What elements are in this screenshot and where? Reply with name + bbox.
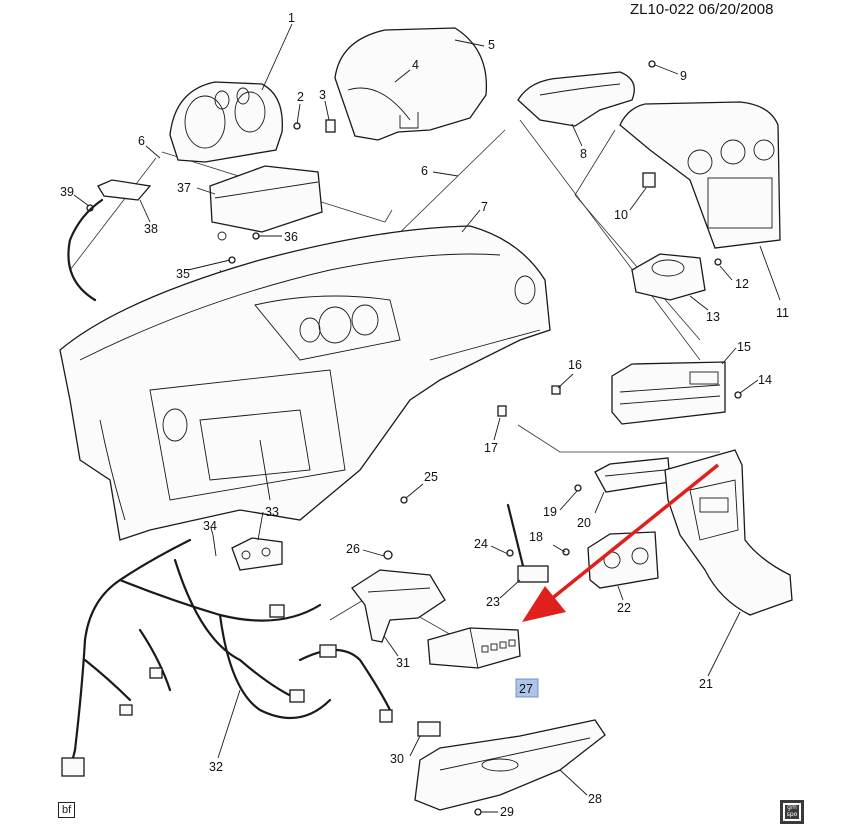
callout-23: 23 [486, 595, 500, 609]
part-latch-30 [417, 721, 441, 737]
diagram-code: ZL10-022 [630, 1, 695, 18]
highlight-arrow [522, 463, 720, 622]
callout-37: 37 [177, 181, 191, 195]
part-upper-trim [517, 71, 635, 127]
part-screw-18 [562, 548, 570, 556]
part-screw-25 [400, 496, 408, 504]
part-screw-14 [734, 391, 742, 399]
callout-19: 19 [543, 505, 557, 519]
callout-32: 32 [209, 760, 223, 774]
callout-16: 16 [568, 358, 582, 372]
callout-8: 8 [580, 147, 587, 161]
callout-25: 25 [424, 470, 438, 484]
callout-7: 7 [481, 200, 488, 214]
callout-35: 35 [176, 267, 190, 281]
callout-24: 24 [474, 537, 488, 551]
callout-36: 36 [284, 230, 298, 244]
part-screw-24 [506, 549, 514, 557]
callout-30: 30 [390, 752, 404, 766]
part-clip-17 [497, 405, 507, 417]
leader-lines [73, 23, 781, 813]
part-glove-box-28 [414, 719, 606, 811]
part-airbag-module [209, 165, 323, 241]
callout-15: 15 [737, 340, 751, 354]
part-storage-bin [631, 253, 706, 301]
part-pin-34 [212, 534, 217, 557]
callout-4: 4 [412, 58, 419, 72]
diagram-header: ZL10-022 06/20/2008 [630, 1, 773, 18]
callout-34: 34 [203, 519, 217, 533]
callout-12: 12 [735, 277, 749, 291]
callout-20: 20 [577, 516, 591, 530]
callout-2: 2 [297, 90, 304, 104]
part-center-bezel [619, 101, 781, 249]
callout-11: 11 [776, 306, 789, 320]
logo-text: gm spo [786, 804, 798, 818]
corner-tag: bf [58, 802, 76, 818]
part-wiring-harness [61, 538, 393, 777]
callout-labels: 1 2 3 4 5 6 6 7 8 9 10 11 12 13 14 15 16… [60, 11, 789, 819]
callout-5: 5 [488, 38, 495, 52]
callout-1: 1 [288, 11, 295, 25]
part-cable-23 [506, 503, 549, 583]
callout-6a: 6 [138, 134, 145, 148]
part-switch-10 [642, 172, 656, 188]
part-clip-26 [383, 550, 393, 560]
callout-31: 31 [396, 656, 410, 670]
callout-33: 33 [265, 505, 279, 519]
part-switch-33 [231, 537, 283, 571]
part-clip-16 [551, 385, 561, 395]
callout-18: 18 [529, 530, 543, 544]
callout-27-highlight [515, 678, 539, 698]
part-module-27 [427, 627, 521, 669]
part-instrument-panel [59, 225, 551, 541]
callout-39: 39 [60, 185, 74, 199]
callout-21: 21 [699, 677, 713, 691]
part-screw-19 [574, 484, 582, 492]
part-radio [611, 361, 726, 425]
diagram-date: 06/20/2008 [698, 1, 774, 18]
callout-14: 14 [758, 373, 772, 387]
callout-13: 13 [706, 310, 720, 324]
part-bracket-31 [351, 569, 446, 643]
part-bracket-38 [67, 179, 152, 302]
part-cluster-bezel [169, 81, 283, 163]
callout-28: 28 [588, 792, 602, 806]
callout-38: 38 [144, 222, 158, 236]
callout-9: 9 [680, 69, 687, 83]
part-column-shroud [334, 27, 488, 141]
callout-22: 22 [617, 601, 631, 615]
callout-27: 27 [519, 682, 533, 696]
gm-logo [780, 800, 804, 824]
part-screw-29 [474, 808, 482, 816]
callout-29: 29 [500, 805, 514, 819]
callout-26: 26 [346, 542, 360, 556]
part-control-panel-20 [594, 457, 671, 493]
part-hvac-control-22 [587, 531, 659, 589]
part-screw-12 [714, 258, 722, 266]
callout-17: 17 [484, 441, 498, 455]
part-console-bezel-21 [664, 449, 793, 616]
callout-3: 3 [319, 88, 326, 102]
callout-10: 10 [614, 208, 628, 222]
callout-6b: 6 [421, 164, 428, 178]
